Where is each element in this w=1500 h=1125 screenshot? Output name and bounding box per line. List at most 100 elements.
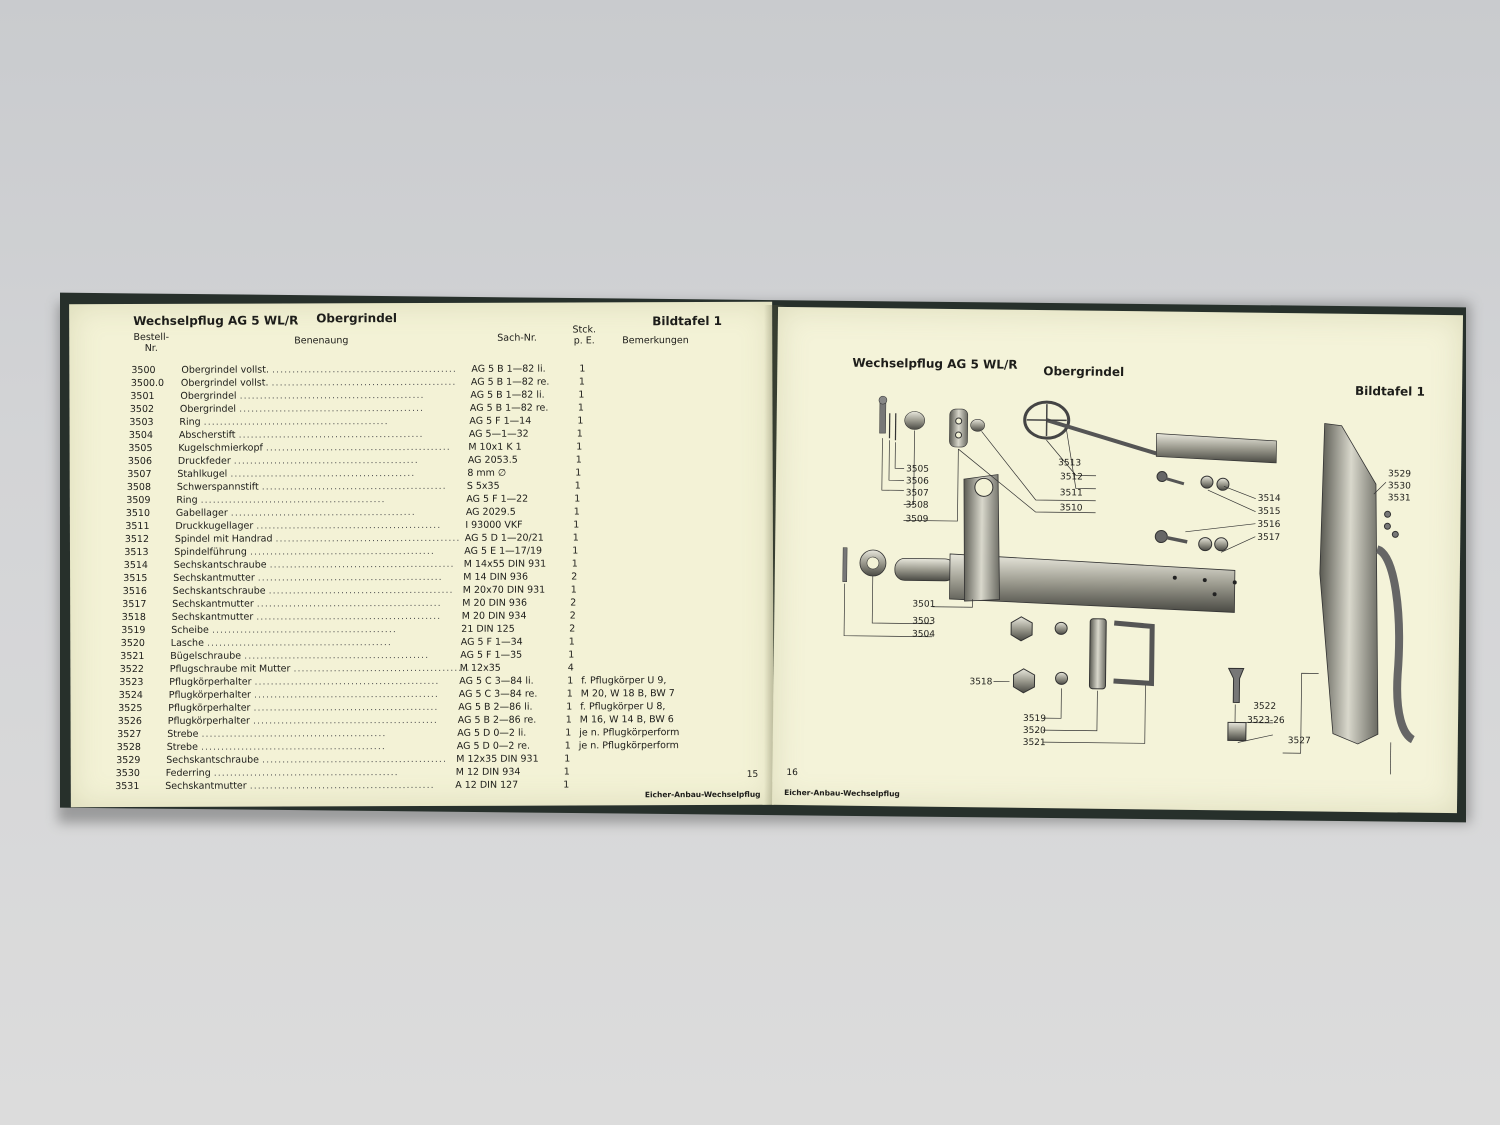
label-3507: 3507 (906, 488, 929, 498)
cell-remarks (590, 453, 760, 454)
cell-part-number: A 12 DIN 127 (455, 779, 519, 791)
cell-part-number: AG 5 B 1—82 re. (470, 376, 550, 388)
label-3505: 3505 (906, 464, 929, 474)
cell-remarks (590, 440, 760, 441)
cell-order-number: 3512 (124, 533, 150, 546)
cell-order-number: 3505 (128, 442, 153, 455)
cell-description: Kugelschmierkopf .......................… (178, 441, 451, 454)
cell-order-number: 3511 (125, 520, 150, 533)
cell-description: Sechskantmutter ........................… (165, 779, 435, 792)
cell-remarks (592, 401, 762, 402)
cell-part-number: AG 5 B 1—82 li. (471, 363, 546, 375)
cell-order-number: 3514 (123, 559, 148, 572)
obergrindel-beam-drawing (894, 474, 1237, 613)
cell-quantity: 1 (578, 389, 585, 401)
cell-quantity: 1 (573, 506, 580, 518)
cell-remarks (585, 570, 755, 571)
cell-part-number: M 20x70 DIN 931 (462, 584, 546, 596)
cell-part-number: I 93000 VKF (465, 519, 523, 531)
cell-part-number: M 14 DIN 936 (463, 571, 529, 583)
cell-description: Spindel mit Handrad ....................… (174, 532, 461, 545)
column-header-sach: Sach-Nr. (497, 332, 537, 344)
cell-order-number: 3526 (117, 715, 142, 728)
cell-part-number: AG 5 C 3—84 re. (458, 688, 538, 700)
column-header-stck: Stck. p. E. (572, 324, 596, 347)
cell-quantity: 2 (570, 597, 577, 609)
cell-description: Sechskantschraube ......................… (172, 584, 454, 597)
cell-remarks (582, 648, 752, 649)
right-page-number: 16 (786, 767, 798, 779)
cell-remarks: je n. Pflugkörperform (579, 727, 680, 739)
column-header-name: Benenaung (294, 335, 349, 347)
cell-description: Pflugkörperhalter ......................… (168, 701, 439, 714)
label-3518: 3518 (969, 677, 992, 687)
cell-quantity: 1 (572, 532, 579, 544)
cell-description: Obergrindel vollst. ....................… (180, 376, 457, 389)
label-3521: 3521 (1023, 738, 1046, 748)
right-page: Wechselpflug AG 5 WL/R Obergrindel Bildt… (771, 306, 1464, 814)
cell-quantity: 1 (579, 363, 586, 375)
cell-quantity: 1 (567, 675, 574, 687)
label-3519: 3519 (1023, 714, 1046, 724)
cell-remarks (588, 492, 758, 493)
cell-description: Stahlkugel .............................… (177, 468, 416, 480)
label-3508: 3508 (906, 500, 929, 510)
cell-description: Pflugkörperhalter ......................… (167, 714, 438, 727)
label-3520: 3520 (1023, 726, 1046, 736)
label-3517: 3517 (1257, 533, 1280, 543)
left-page-footer: Eicher-Anbau-Wechselpflug (644, 789, 761, 800)
cell-description: Strebe .................................… (166, 741, 386, 753)
cell-description: Pflugkörperhalter ......................… (169, 675, 440, 688)
cell-quantity: 1 (566, 701, 573, 713)
left-page: Wechselpflug AG 5 WL/R Obergrindel Bildt… (69, 301, 774, 808)
cell-quantity: 1 (574, 493, 581, 505)
cell-part-number: AG 2029.5 (465, 506, 516, 518)
cell-order-number: 3501 (130, 390, 155, 403)
handwheel-spindle-drawing (1023, 400, 1277, 464)
left-page-plate: Bildtafel 1 (652, 313, 723, 329)
cell-quantity: 1 (563, 766, 570, 778)
cell-description: Ring ...................................… (176, 494, 386, 506)
right-page-footer: Eicher-Anbau-Wechselpflug (784, 787, 900, 799)
cell-order-number: 3530 (115, 767, 140, 780)
cell-quantity: 1 (574, 480, 581, 492)
cell-part-number: M 12x35 (459, 662, 501, 674)
cell-order-number: 3506 (127, 455, 153, 468)
cell-order-number: 3521 (120, 650, 145, 663)
cell-quantity: 1 (564, 740, 571, 752)
cell-order-number: 3507 (127, 468, 152, 481)
cell-order-number: 3523 (119, 676, 144, 689)
label-3515: 3515 (1258, 507, 1281, 517)
cell-description: Druckfeder .............................… (177, 455, 419, 467)
label-3506: 3506 (906, 476, 929, 486)
cell-remarks (577, 778, 747, 779)
cell-quantity: 1 (565, 714, 572, 726)
cell-quantity: 4 (567, 662, 574, 674)
cell-quantity: 1 (578, 376, 585, 388)
cell-order-number: 3522 (119, 663, 144, 676)
cell-description: Pflugkörperhalter ......................… (168, 688, 439, 701)
cell-remarks (583, 622, 753, 623)
cell-order-number: 3513 (124, 546, 149, 559)
cell-remarks: f. Pflugkörper U 8, (580, 701, 666, 713)
cell-part-number: AG 5 F 1—35 (460, 649, 523, 661)
cell-quantity: 1 (571, 558, 578, 570)
grease-nipple-drawing (878, 395, 985, 448)
cell-quantity: 1 (576, 428, 583, 440)
cell-remarks (588, 505, 758, 506)
cell-remarks (578, 752, 748, 753)
label-3530: 3530 (1388, 481, 1411, 491)
cell-order-number: 3524 (118, 689, 143, 702)
cell-quantity: 2 (571, 571, 578, 583)
cell-order-number: 3510 (125, 507, 151, 520)
cell-remarks (591, 427, 761, 428)
cell-part-number: AG 5 B 1—82 li. (470, 389, 545, 401)
label-3522: 3522 (1253, 702, 1276, 712)
cell-quantity: 1 (577, 415, 584, 427)
cell-description: Ring ...................................… (179, 416, 389, 428)
label-3509: 3509 (905, 514, 928, 524)
cell-order-number: 3502 (129, 403, 155, 416)
cell-part-number: M 20 DIN 934 (461, 610, 527, 622)
cell-remarks (586, 557, 756, 558)
